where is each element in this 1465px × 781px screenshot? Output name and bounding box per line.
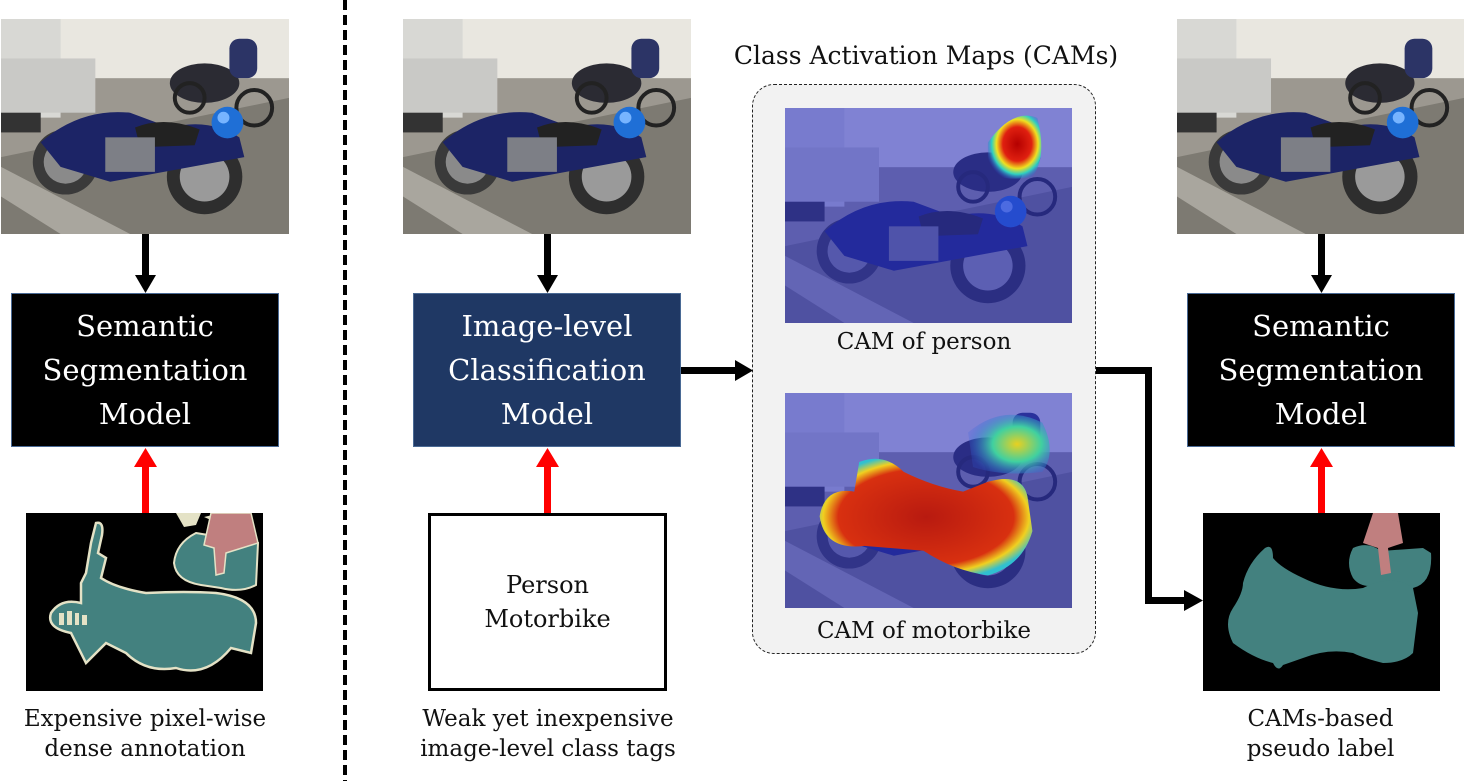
model-label-line: Model <box>500 397 594 431</box>
caption-line: dense annotation <box>44 736 246 762</box>
model-label-line: Classification <box>448 353 646 387</box>
caption-line: CAMs-based <box>1247 706 1394 732</box>
caption-pseudo-label: CAMs-based pseudo label <box>1177 704 1464 764</box>
supervision-arrow-pseudo-label <box>1310 448 1333 513</box>
arrow-image-to-classifier <box>537 234 558 293</box>
cam-motorbike-caption: CAM of motorbike <box>816 618 1032 644</box>
model-label-line: Segmentation <box>42 353 248 387</box>
caption-dense-annotation: Expensive pixel-wise dense annotation <box>0 704 290 764</box>
supervision-arrow-dense-annotation <box>134 448 157 513</box>
dashed-divider <box>343 0 347 781</box>
caption-line: pseudo label <box>1246 736 1395 762</box>
model-label-line: Image-level <box>461 309 633 343</box>
input-image-fully-supervised <box>1 19 289 234</box>
dense-annotation-mask <box>26 513 263 691</box>
input-image-weakly-supervised <box>403 19 691 234</box>
model-label-line: Model <box>98 397 192 431</box>
arrow-image-to-seg-model-left <box>135 234 156 293</box>
semantic-segmentation-model-weakly-supervised: Semantic Segmentation Model <box>1187 293 1455 447</box>
cam-motorbike-image <box>785 393 1072 608</box>
arrow-classifier-to-cams <box>681 360 753 381</box>
semantic-segmentation-model-fully-supervised: Semantic Segmentation Model <box>11 293 279 447</box>
model-label-line: Model <box>1274 397 1368 431</box>
caption-line: Weak yet inexpensive <box>422 706 674 732</box>
input-image-pseudo-supervised <box>1177 19 1464 234</box>
model-label-line: Semantic <box>1252 309 1390 343</box>
image-level-classification-model: Image-level Classification Model <box>413 293 681 447</box>
caption-class-tags: Weak yet inexpensive image-level class t… <box>400 704 696 764</box>
class-tag-person: Person <box>506 571 589 599</box>
cam-group-title: Class Activation Maps (CAMs) <box>733 41 1119 70</box>
arrow-image-to-seg-model-right <box>1311 234 1332 293</box>
cam-person-image <box>785 108 1072 323</box>
cam-pseudo-label-mask <box>1203 513 1440 691</box>
model-label-line: Segmentation <box>1218 353 1424 387</box>
model-label-line: Semantic <box>76 309 214 343</box>
class-tag-motorbike: Motorbike <box>484 605 611 633</box>
caption-line: image-level class tags <box>420 736 676 762</box>
class-tags-box: Person Motorbike <box>428 513 667 691</box>
supervision-arrow-class-tags <box>536 448 559 513</box>
caption-line: Expensive pixel-wise <box>23 706 267 732</box>
cam-person-caption: CAM of person <box>836 329 1012 355</box>
